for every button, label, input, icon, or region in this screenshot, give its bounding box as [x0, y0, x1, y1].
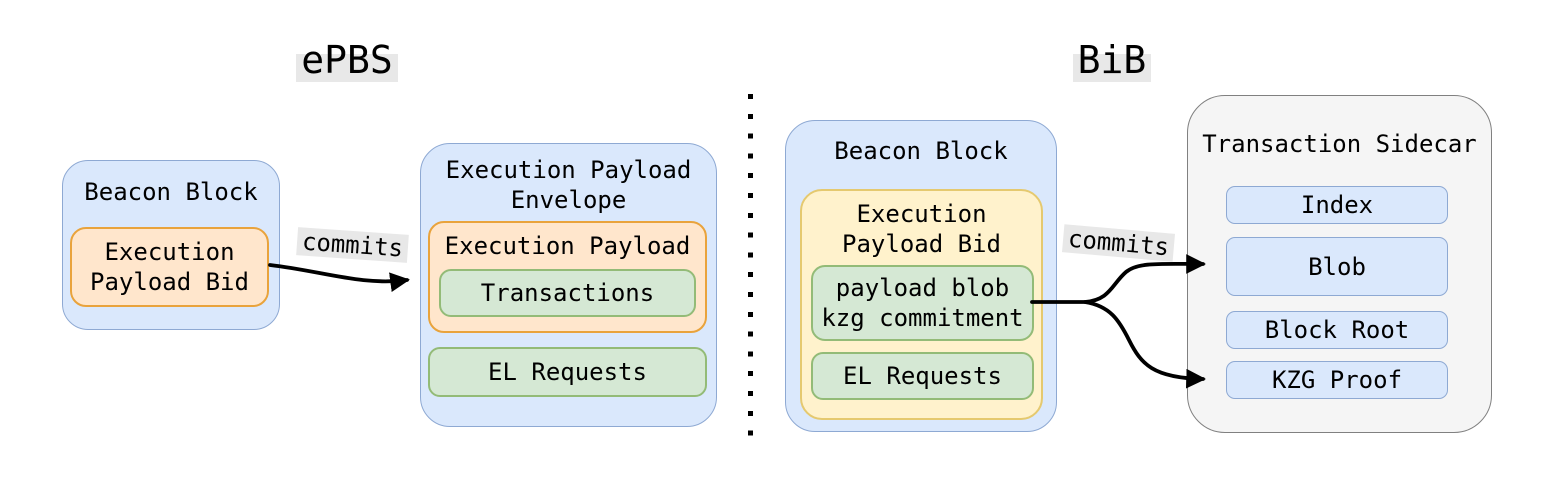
bib-commits-arrow-blob: [1030, 254, 1206, 304]
bib-beacon-block-box: Beacon Block Execution Payload Bid paylo…: [785, 120, 1057, 432]
bib-transaction-sidecar-box: Transaction Sidecar Index Blob Block Roo…: [1187, 95, 1492, 433]
epbs-el-requests-label: EL Requests: [488, 358, 647, 386]
epbs-execution-payload-box: Execution Payload Transactions: [428, 221, 707, 333]
epbs-envelope-title: Execution Payload Envelope: [445, 156, 692, 214]
bib-payload-blob-kzg-commitment-box: payload blob kzg commitment: [811, 265, 1034, 341]
epbs-transactions-label: Transactions: [480, 279, 655, 307]
bib-execution-payload-bid-box: Execution Payload Bid payload blob kzg c…: [800, 189, 1043, 420]
bib-execution-payload-bid-title: Execution Payload Bid: [842, 200, 1001, 258]
sidecar-field-blob: Blob: [1226, 237, 1448, 296]
epbs-execution-payload-bid-box: Execution Payload Bid: [70, 227, 269, 307]
epbs-el-requests-box: EL Requests: [428, 347, 707, 397]
epbs-commits-label: commits: [296, 227, 409, 263]
epbs-execution-payload-envelope-box: Execution Payload Envelope Execution Pay…: [420, 143, 717, 427]
bib-el-requests-label: EL Requests: [843, 362, 1002, 390]
epbs-title-text: ePBS: [296, 38, 398, 82]
epbs-execution-payload-bid-label: Execution Payload Bid: [90, 238, 249, 296]
bib-title-text: BiB: [1072, 38, 1152, 82]
bib-commits-arrow-kzg-proof: [1083, 300, 1206, 389]
bib-transaction-sidecar-title: Transaction Sidecar: [1202, 130, 1477, 158]
bib-commits-label: commits: [1061, 224, 1176, 262]
bib-beacon-block-title: Beacon Block: [834, 137, 1008, 165]
bib-panel-title: BiB: [1012, 38, 1212, 82]
sidecar-field-index: Index: [1226, 186, 1448, 224]
sidecar-field-block-root: Block Root: [1226, 311, 1448, 349]
epbs-commits-arrow: [268, 263, 410, 293]
bib-payload-blob-kzg-commitment-label: payload blob kzg commitment: [821, 274, 1024, 332]
epbs-panel-title: ePBS: [247, 38, 447, 82]
panel-divider-dotted-line: [748, 94, 753, 444]
epbs-transactions-box: Transactions: [439, 269, 696, 317]
sidecar-field-kzg-proof: KZG Proof: [1226, 361, 1448, 399]
epbs-execution-payload-title: Execution Payload: [444, 232, 691, 260]
epbs-beacon-block-title: Beacon Block: [84, 178, 258, 206]
epbs-beacon-block-box: Beacon Block Execution Payload Bid: [62, 160, 280, 330]
bib-el-requests-box: EL Requests: [811, 352, 1034, 400]
